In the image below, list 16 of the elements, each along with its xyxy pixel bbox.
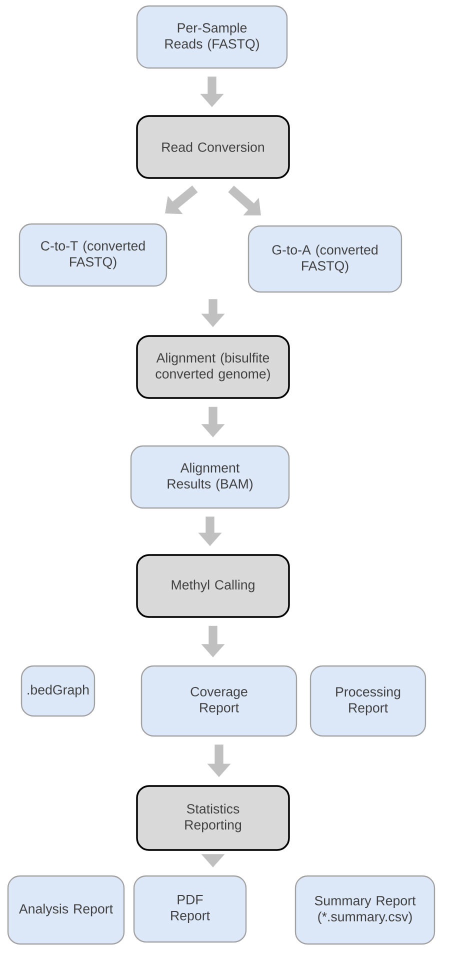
data-box: C-to-T (converted FASTQ) xyxy=(18,223,168,287)
data-box: Summary Report (*.summary.csv) xyxy=(294,875,436,945)
data-box: PDF Report xyxy=(133,875,247,943)
arrow xyxy=(228,186,261,216)
data-box: Processing Report xyxy=(310,665,426,737)
process-box: Alignment (bisulfite converted genome) xyxy=(136,335,290,399)
data-box: Per-Sample Reads (FASTQ) xyxy=(136,5,288,69)
process-box: Read Conversion xyxy=(136,115,290,179)
arrow xyxy=(165,186,198,214)
data-box: .bedGraph xyxy=(20,665,96,717)
process-box: Methyl Calling xyxy=(136,554,290,618)
data-box: Alignment Results (BAM) xyxy=(130,445,290,509)
process-box: Statistics Reporting xyxy=(136,785,290,851)
data-box: Coverage Report xyxy=(140,665,298,737)
data-box: G-to-A (converted FASTQ) xyxy=(248,225,402,293)
data-box: Analysis Report xyxy=(7,875,125,945)
